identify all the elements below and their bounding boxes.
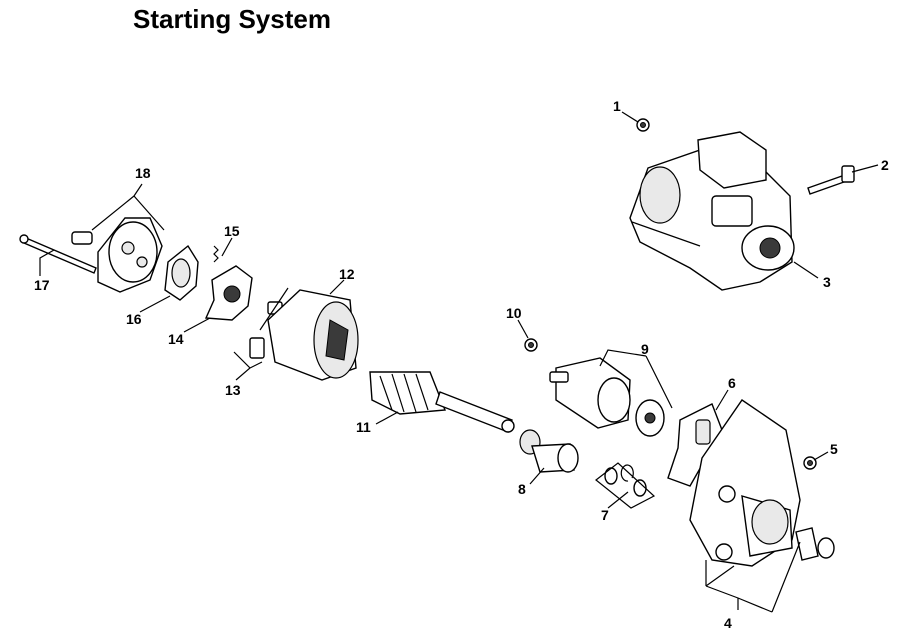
leader-13	[233, 351, 263, 381]
nut-part-5	[803, 456, 817, 470]
leader-17	[39, 249, 55, 276]
callout-16: 16	[126, 311, 142, 327]
callout-15: 15	[224, 223, 240, 239]
callout-9: 9	[641, 341, 649, 357]
spring-part-15	[213, 245, 219, 263]
brush-holder-part-14	[204, 265, 253, 321]
brush-plate-part-16	[164, 244, 199, 301]
callout-18: 18	[135, 165, 151, 181]
leader-10	[517, 319, 529, 339]
leader-7	[607, 491, 629, 509]
callout-6: 6	[728, 375, 736, 391]
nut-part-10	[524, 338, 538, 352]
leader-11	[375, 411, 399, 425]
callout-12: 12	[339, 266, 355, 282]
leader-9	[599, 349, 673, 409]
callout-5: 5	[830, 441, 838, 457]
leader-1	[621, 111, 639, 123]
nut-part-1	[636, 118, 650, 132]
end-frame-part-18	[71, 217, 163, 293]
washers-part-7	[595, 462, 656, 509]
callout-7: 7	[601, 507, 609, 523]
callout-17: 17	[34, 277, 50, 293]
leader-18	[91, 183, 165, 231]
leader-3	[793, 261, 819, 279]
callout-4: 4	[724, 615, 732, 631]
drive-housing-part-4	[689, 399, 835, 567]
callout-3: 3	[823, 274, 831, 290]
pinion-gear-part-8	[519, 429, 579, 473]
callout-1: 1	[613, 98, 621, 114]
leader-lines	[39, 111, 879, 613]
callout-14: 14	[168, 331, 184, 347]
callout-2: 2	[881, 157, 889, 173]
page-title: Starting System	[133, 4, 331, 34]
leader-6	[715, 389, 729, 411]
armature-part-11	[369, 371, 515, 433]
leader-4	[705, 541, 801, 613]
leader-15	[221, 237, 233, 257]
through-bolt-part-17	[19, 234, 97, 274]
leader-2	[851, 164, 879, 173]
callout-10: 10	[506, 305, 522, 321]
leader-16	[139, 295, 171, 313]
solenoid-part-9	[549, 357, 665, 437]
field-frame-part-12	[267, 289, 359, 381]
leader-5	[813, 451, 829, 461]
callout-8: 8	[518, 481, 526, 497]
leader-12	[329, 279, 345, 295]
leader-8	[529, 467, 545, 485]
starter-assembly-part-3	[629, 131, 795, 291]
callout-labels: 1 2 3 4 5 6 7 8 9 10 11 12 13 14 15 16 1…	[34, 98, 889, 631]
bolt-part-2	[807, 165, 855, 195]
drive-lever-part-6	[667, 403, 723, 487]
callout-11: 11	[356, 419, 371, 435]
callout-13: 13	[225, 382, 241, 398]
leader-14	[183, 317, 211, 333]
